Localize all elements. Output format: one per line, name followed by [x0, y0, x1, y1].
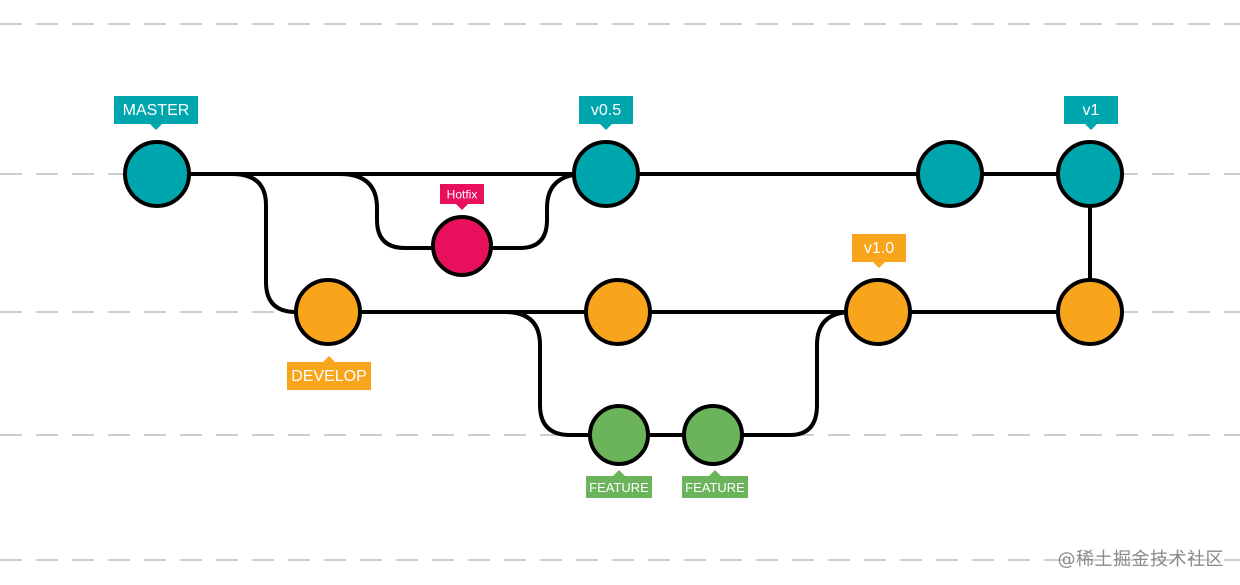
tag-hotfix-shape [440, 184, 484, 210]
tag-feature-b: FEATURE [682, 470, 748, 498]
tag-v05: v0.5 [579, 96, 633, 130]
tag-v10-label: v1.0 [864, 240, 894, 257]
commit-master-3 [916, 140, 984, 208]
develop-branch-line [230, 172, 298, 314]
tag-v05-label: v0.5 [591, 102, 621, 119]
tag-develop-label: DEVELOP [291, 368, 367, 385]
tag-feature-a: FEATURE [586, 470, 652, 498]
tags: MASTER v0.5 v1 Hotfix v1.0 DEVELOP [114, 96, 1118, 498]
tag-v10: v1.0 [852, 234, 906, 268]
tag-master: MASTER [114, 96, 198, 130]
tag-v10-shape [852, 234, 906, 268]
tag-feature-b-shape [682, 470, 748, 498]
tag-v05-shape [579, 96, 633, 130]
tag-v1: v1 [1064, 96, 1118, 130]
commit-feature-1 [588, 404, 650, 466]
tag-v1-label: v1 [1083, 102, 1100, 119]
tag-master-shape [114, 96, 198, 130]
feature-branch-line [503, 310, 854, 437]
tag-feature-a-label: FEATURE [589, 480, 649, 495]
tag-develop: DEVELOP [287, 356, 371, 390]
tag-develop-shape [287, 356, 371, 390]
tag-hotfix-label: Hotfix [447, 188, 478, 202]
tag-feature-b-label: FEATURE [685, 480, 745, 495]
commit-develop-start [294, 278, 362, 346]
commit-nodes [123, 140, 1124, 466]
tag-hotfix: Hotfix [440, 184, 484, 210]
commit-master-v05 [572, 140, 640, 208]
commit-develop-v10 [844, 278, 912, 346]
watermark-text: @稀土掘金技术社区 [1057, 549, 1224, 570]
commit-master-v1 [1056, 140, 1124, 208]
commit-hotfix [431, 215, 493, 277]
tag-v1-shape [1064, 96, 1118, 130]
tag-master-label: MASTER [123, 102, 190, 119]
commit-master-start [123, 140, 191, 208]
commit-feature-2 [682, 404, 744, 466]
commit-develop-4 [1056, 278, 1124, 346]
commit-develop-2 [584, 278, 652, 346]
tag-feature-a-shape [586, 470, 652, 498]
